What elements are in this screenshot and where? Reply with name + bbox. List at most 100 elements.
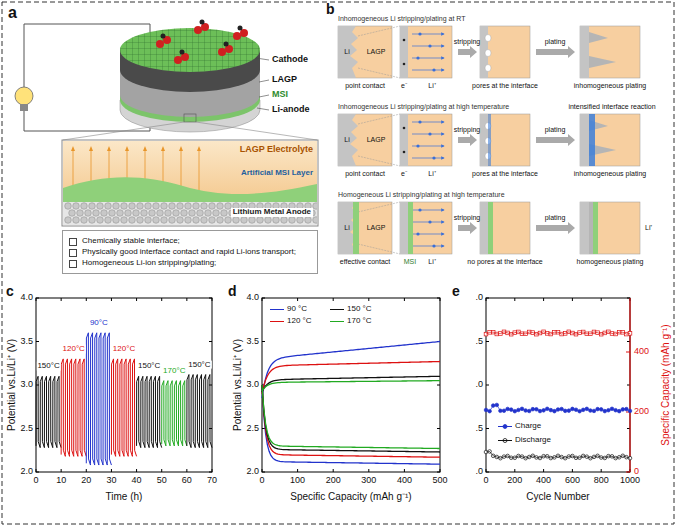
- data-marker: [484, 332, 488, 336]
- panel-letter: a: [8, 4, 17, 22]
- schematic-label: point contact: [345, 170, 385, 178]
- schematic-label: Li: [344, 224, 349, 232]
- voltage-curve: [187, 375, 212, 448]
- schematic-label: e⁻: [401, 82, 407, 90]
- tick-mark: [61, 298, 62, 301]
- axis-title: Time (h): [106, 491, 143, 502]
- tick-mark: [437, 298, 440, 299]
- schematic-label: Li: [344, 136, 349, 144]
- schematic-label: Li⁺: [644, 224, 653, 232]
- tick-label: 30: [106, 476, 116, 486]
- tick-label: .0: [475, 293, 483, 303]
- panel-letter: c: [6, 284, 14, 299]
- tick-mark: [486, 385, 489, 386]
- tick-mark: [543, 298, 544, 301]
- legend-swatch: [330, 309, 344, 310]
- panel-letter: d: [228, 284, 237, 299]
- tick-mark: [36, 341, 39, 342]
- discharge-curve: [262, 385, 440, 452]
- tick-label: 2.0: [246, 467, 259, 477]
- temperature-label: 170°C: [162, 366, 186, 375]
- temperature-label: 150°C: [187, 360, 211, 369]
- bullet-row: Homogeneous Li-ion stripping/plating;: [69, 258, 311, 268]
- tick-label: .5: [475, 337, 483, 347]
- lithium-anode-band: Lithium Metal Anode: [63, 202, 317, 225]
- tick-mark: [486, 341, 489, 342]
- tick-mark: [136, 298, 137, 301]
- layer-label: LAGP Electrolyte: [240, 145, 313, 155]
- tick-mark: [437, 472, 440, 473]
- axis-title: Cycle Number: [526, 491, 589, 502]
- data-marker: [628, 409, 632, 413]
- bullet-text: Chemically stable interface;: [82, 236, 180, 246]
- schematic-label: stripping: [454, 214, 480, 222]
- schematic-label: intensified interface reaction: [568, 103, 655, 111]
- tick-mark: [368, 298, 369, 301]
- part-label: MSI: [272, 90, 288, 100]
- tick-label: 40: [132, 476, 142, 486]
- plot-frame: [486, 298, 630, 472]
- tick-mark: [514, 298, 515, 301]
- tick-label: 200: [634, 407, 649, 417]
- battery-illustration: [15, 20, 318, 227]
- row-title: Inhomogeneous Li stripping/plating at hi…: [338, 103, 509, 111]
- voltage-curve: [36, 376, 61, 447]
- tick-label: 300: [361, 476, 376, 486]
- schematic-label: MSI: [404, 258, 416, 266]
- charge-curve: [262, 381, 440, 391]
- schematic-label: inhomogeneous plating: [574, 82, 646, 90]
- row-title: Inhomogeneous Li stripping/plating at RT: [338, 15, 466, 23]
- schematic-label: plating: [545, 38, 566, 46]
- cycle-line: [486, 405, 630, 411]
- tick-label: 100: [290, 476, 305, 486]
- tick-label: 2.5: [246, 424, 259, 434]
- tick-mark: [437, 428, 440, 429]
- bullet-row: Physically good interface contact and ra…: [69, 247, 311, 257]
- row-title: Homogeneous Li stripping/plating at high…: [338, 191, 505, 199]
- schematic-label: effective contact: [340, 258, 390, 266]
- tick-label: 400: [536, 476, 551, 486]
- layer-label: Lithium Metal Anode: [231, 208, 313, 217]
- schematic-label: Li⁺: [428, 170, 435, 178]
- axis-title: Potential vs.Li/Li⁺ (V): [6, 339, 17, 431]
- tick-mark: [543, 469, 544, 472]
- tick-mark: [404, 469, 405, 472]
- layer-label: Artificial MSI Layer: [241, 169, 313, 178]
- tick-mark: [111, 298, 112, 301]
- legend-swatch: [498, 440, 512, 441]
- tick-label: 20: [81, 476, 91, 486]
- tick-mark: [61, 469, 62, 472]
- tick-mark: [262, 472, 265, 473]
- bullet-text: Physically good interface contact and ra…: [82, 247, 296, 257]
- tick-mark: [404, 298, 405, 301]
- tick-label: 500: [432, 476, 447, 486]
- schematic-label: homogeneous plating: [577, 258, 644, 266]
- tick-mark: [36, 298, 39, 299]
- tick-mark: [572, 298, 573, 301]
- schematic-label: plating: [545, 126, 566, 134]
- tick-mark: [486, 428, 489, 429]
- msi-layer-band: Artificial MSI Layer: [63, 168, 317, 202]
- voltage-curve: [111, 359, 136, 456]
- schematic-label: plating: [545, 214, 566, 222]
- tick-label: 4.0: [246, 293, 259, 303]
- schematic-label: e⁻: [401, 170, 407, 178]
- schematic-label: LAGP: [367, 136, 386, 144]
- tick-mark: [486, 472, 489, 473]
- tick-label: 3.5: [20, 337, 33, 347]
- tick-mark: [136, 469, 137, 472]
- charge-curve: [262, 362, 440, 394]
- tick-mark: [333, 469, 334, 472]
- charge-curve: [262, 342, 440, 399]
- tick-mark: [161, 298, 162, 301]
- schematic-label: pores at the interface: [472, 170, 538, 178]
- schematic-label: Li⁺: [428, 82, 435, 90]
- schematic-label: LAGP: [367, 224, 386, 232]
- tick-label: 2.5: [20, 424, 33, 434]
- charge-curve: [262, 376, 440, 392]
- voltage-curve: [162, 381, 187, 446]
- tick-label: 400: [397, 476, 412, 486]
- tick-mark: [601, 469, 602, 472]
- tick-label: 800: [594, 476, 609, 486]
